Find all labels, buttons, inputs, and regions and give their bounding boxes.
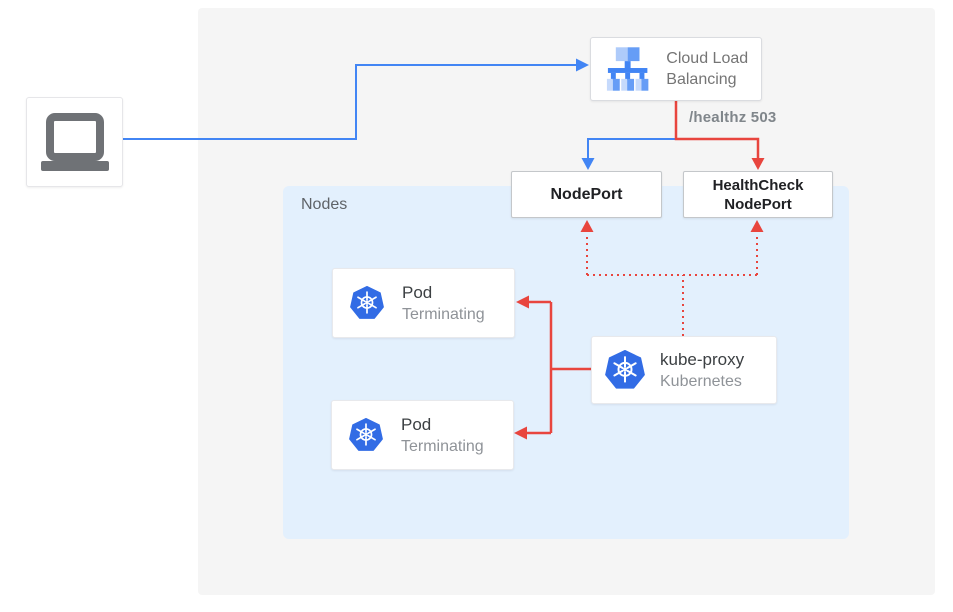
client-device-card (26, 97, 123, 187)
healthz-503-label: /healthz 503 (689, 109, 777, 126)
healthcheck-nodeport-box: HealthCheck NodePort (683, 171, 833, 218)
pod-terminating-card-1: Pod Terminating (332, 268, 515, 338)
cloud-load-balancing-card: Cloud Load Balancing (590, 37, 762, 101)
dotted-to-hcnp-arrowhead (750, 220, 764, 232)
pod-terminating-card-2: Pod Terminating (331, 400, 514, 470)
nodeport-box: NodePort (511, 171, 662, 218)
client-to-lb-line (123, 64, 577, 140)
kubeproxy-to-pods-line (527, 300, 591, 435)
pod-text: Pod Terminating (402, 282, 485, 325)
kubeproxy-to-pod2-arrowhead (514, 426, 527, 440)
kubernetes-icon (350, 286, 384, 319)
pod-status: Terminating (402, 305, 485, 323)
kubernetes-icon (349, 418, 383, 451)
cloud-load-balancing-icon (606, 47, 649, 91)
kube-proxy-card: kube-proxy Kubernetes (591, 336, 777, 404)
kube-proxy-text: kube-proxy Kubernetes (660, 349, 744, 392)
kubeproxy-to-nodeports-dotted-line (586, 233, 758, 336)
pod-title: Pod (402, 282, 433, 302)
lb-healthz-line (674, 101, 760, 160)
nodes-label: Nodes (301, 196, 348, 213)
lb-to-hcnp-arrowhead (751, 158, 765, 170)
pod-title: Pod (401, 414, 432, 434)
client-to-lb-arrowhead (576, 58, 589, 72)
nodeport-label: NodePort (550, 185, 623, 203)
laptop-icon (40, 113, 109, 171)
dotted-to-nodeport-arrowhead (580, 220, 594, 232)
kube-proxy-subtitle: Kubernetes (660, 372, 742, 390)
pod-status: Terminating (401, 437, 484, 455)
lb-to-nodeport-line (587, 138, 676, 160)
healthcheck-nodeport-label-line1: HealthCheck (712, 176, 804, 194)
kubeproxy-to-pod1-arrowhead (516, 295, 529, 309)
lb-to-nodeport-arrowhead (581, 158, 595, 170)
healthcheck-nodeport-label-line2: NodePort (724, 195, 792, 213)
cloud-load-balancing-label: Cloud Load Balancing (666, 50, 749, 88)
kubernetes-icon (605, 350, 645, 389)
kube-proxy-title: kube-proxy (660, 349, 745, 369)
pod-text: Pod Terminating (401, 414, 484, 457)
